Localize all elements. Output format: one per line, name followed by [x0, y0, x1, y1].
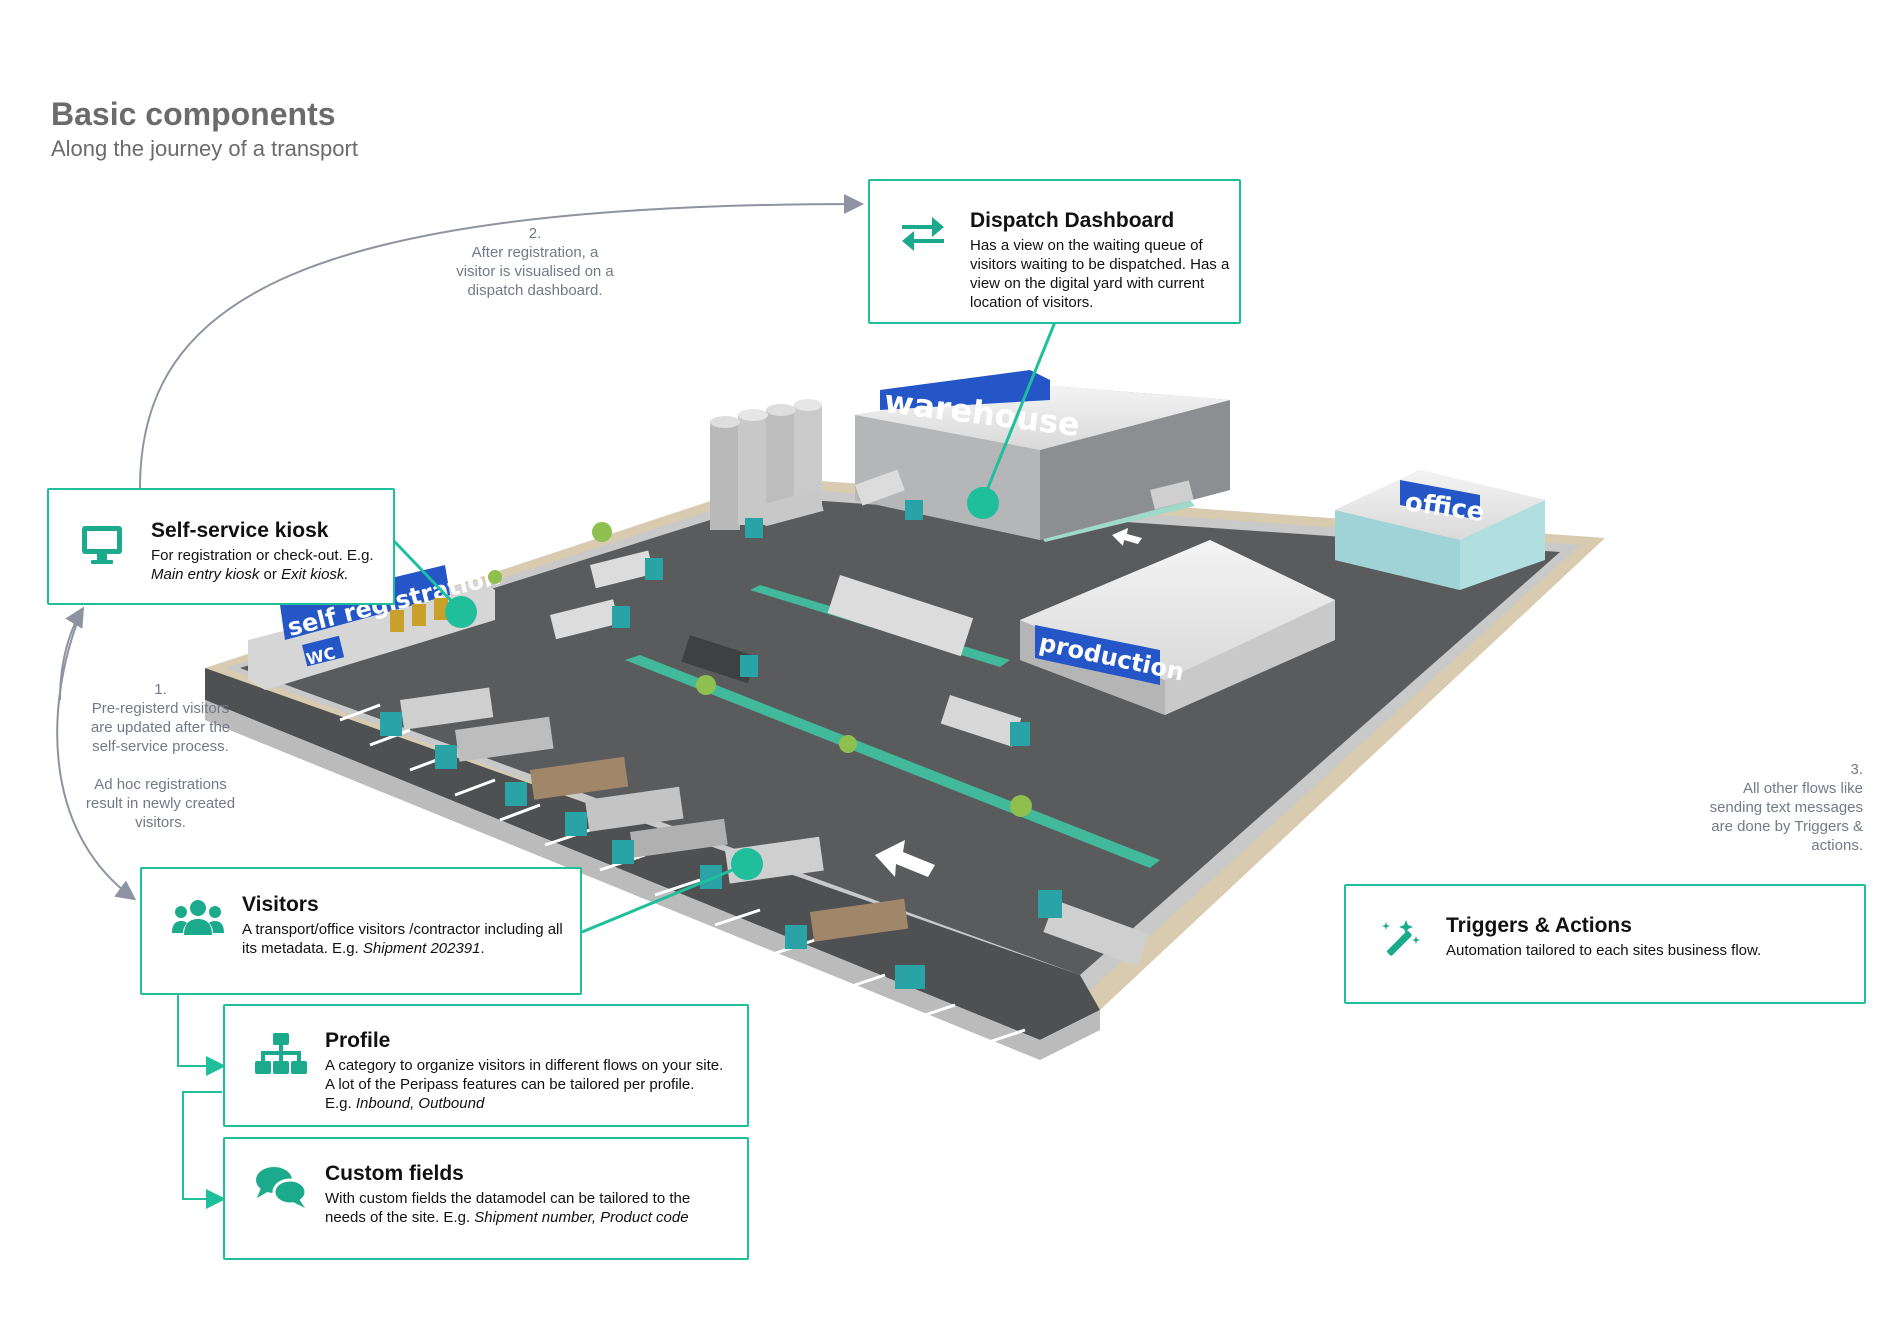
production-building: production	[1020, 540, 1335, 715]
chat-bubbles-icon	[256, 1167, 307, 1208]
callout-dot-visitors	[731, 848, 763, 880]
triggers-actions-card[interactable]: Triggers & Actions Automation tailored t…	[1344, 884, 1866, 1004]
dispatch-dashboard-title: Dispatch Dashboard	[970, 209, 1175, 232]
profile-title: Profile	[325, 1029, 391, 1052]
visitors-title: Visitors	[242, 893, 319, 916]
direction-arrows	[875, 528, 1142, 877]
callout-dot-kiosk	[445, 596, 477, 628]
self-service-kiosk-card[interactable]: Self-service kiosk For registration or c…	[47, 488, 395, 605]
flow-arrow-kiosk-to-visitors	[56, 609, 137, 901]
page-subtitle: Along the journey of a transport	[51, 136, 358, 161]
note-step-2: 2. After registration, a visitor is visu…	[456, 225, 614, 299]
custom-fields-description: With custom fields the datamodel can be …	[325, 1190, 691, 1226]
note-step-3: 3. All other flows like sending text mes…	[1709, 761, 1863, 854]
office-building: office	[1335, 470, 1545, 590]
self-service-kiosk-title: Self-service kiosk	[151, 519, 329, 542]
monitor-icon	[82, 526, 122, 564]
custom-fields-title: Custom fields	[325, 1162, 464, 1185]
trucks	[380, 469, 1194, 989]
dispatch-dashboard-description: Has a view on the waiting queue of visit…	[970, 237, 1230, 311]
callout-line-dispatch	[981, 321, 1057, 501]
visitors-card[interactable]: Visitors A transport/office visitors /co…	[140, 867, 582, 995]
dispatch-dashboard-card[interactable]: Dispatch Dashboard Has a view on the wai…	[868, 179, 1241, 324]
flow-arrow-visitors-to-kiosk	[59, 606, 85, 701]
triggers-actions-description: Automation tailored to each sites busine…	[1446, 942, 1762, 959]
profile-card[interactable]: Profile A category to organize visitors …	[223, 1004, 749, 1127]
swap-arrows-icon	[902, 217, 944, 251]
callout-dot-dispatch	[967, 487, 999, 519]
triggers-actions-title: Triggers & Actions	[1446, 914, 1632, 937]
users-icon	[172, 900, 224, 935]
self-service-kiosk-description: For registration or check-out. E.g. Main…	[151, 547, 374, 583]
connector-visitors-to-profile	[177, 995, 226, 1076]
note-step-1: 1. Pre-registerd visitors are updated af…	[85, 681, 236, 831]
connector-profile-to-custom-fields	[182, 1091, 226, 1209]
page-title: Basic components	[51, 96, 336, 132]
magic-wand-icon	[1382, 920, 1420, 956]
custom-fields-card[interactable]: Custom fields With custom fields the dat…	[223, 1137, 749, 1260]
flow-arrow-kiosk-to-dispatch	[139, 194, 864, 489]
callout-line-kiosk	[391, 538, 462, 612]
hierarchy-icon	[255, 1033, 307, 1074]
visitors-description: A transport/office visitors /contractor …	[242, 921, 563, 957]
callout-line-visitors	[581, 862, 748, 934]
trees	[488, 522, 1032, 817]
profile-description: A category to organize visitors in diffe…	[325, 1057, 724, 1112]
